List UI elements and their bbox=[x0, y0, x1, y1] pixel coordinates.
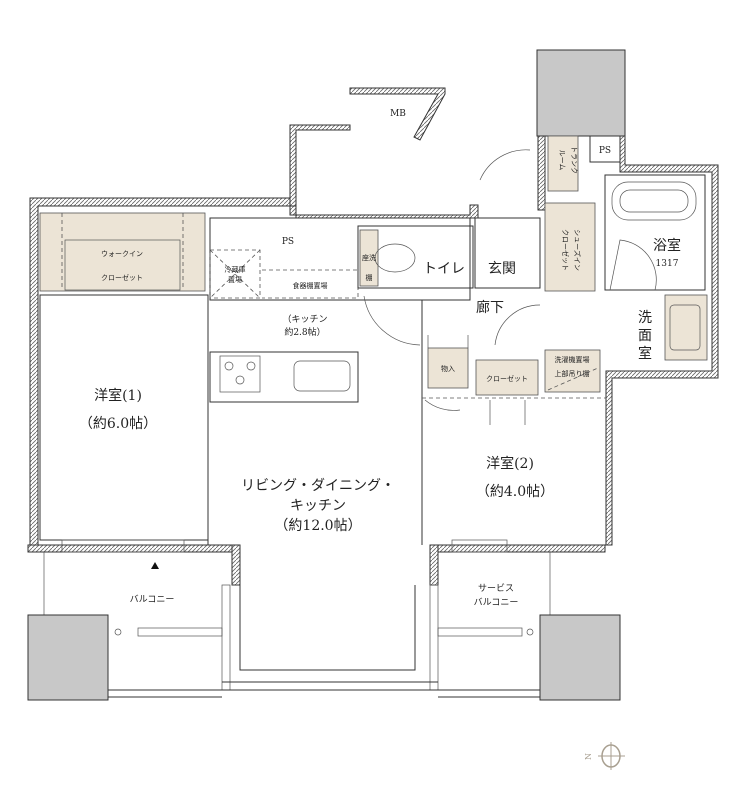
toilet-label: トイレ bbox=[423, 261, 465, 277]
mb-label: MB bbox=[390, 109, 406, 119]
toilet-room: 座洗 棚 トイレ bbox=[357, 225, 474, 346]
walk-in-closet-label: ウォークイン bbox=[101, 250, 143, 258]
column-top-right bbox=[536, 49, 626, 137]
western-room-2: 洋室(2) （約4.0帖） bbox=[421, 300, 606, 553]
room1-label: 洋室(1) bbox=[94, 387, 142, 404]
kitchen-area: 約2.8帖） bbox=[284, 326, 325, 338]
shoes-closet-label-2: クローゼット bbox=[561, 229, 570, 271]
shoes-in-closet bbox=[544, 202, 596, 292]
fridge-label-2: 置場 bbox=[228, 275, 242, 284]
balcony-label: バルコニー bbox=[130, 594, 175, 605]
trunk-room-label-2: ルーム bbox=[558, 150, 566, 171]
dish-shelf-label: 食器棚置場 bbox=[293, 281, 328, 290]
washroom-label-2: 面 bbox=[638, 328, 652, 344]
ps-top-label: PS bbox=[599, 146, 611, 156]
washer-shelf-label: 上部吊り棚 bbox=[555, 369, 590, 378]
kitchen: PS 冷蔵庫 置場 食器棚置場 （キッチン 約2.8帖） bbox=[209, 217, 471, 403]
service-balcony-label: サービス bbox=[478, 583, 514, 594]
ldk-area: （約12.0帖） bbox=[274, 518, 361, 534]
column-left bbox=[27, 614, 109, 701]
storage-label: 物入 bbox=[441, 364, 455, 373]
washer-space bbox=[544, 349, 601, 393]
ps-top bbox=[589, 135, 621, 163]
washroom: 洗 面 室 洗濯機置場 上部吊り棚 bbox=[544, 294, 708, 393]
washroom-label-3: 室 bbox=[638, 345, 652, 362]
entrance-label: 玄関 bbox=[488, 260, 516, 277]
exterior-walls bbox=[27, 135, 719, 586]
bathroom: 浴室 1317 bbox=[604, 174, 706, 291]
entry-arrow-icon bbox=[151, 562, 159, 569]
kitchen-label: （キッチン bbox=[282, 314, 327, 325]
compass-icon: N bbox=[584, 742, 625, 770]
window-room1 bbox=[61, 539, 185, 553]
sink-icon bbox=[293, 360, 351, 392]
entrance: 玄関 廊下 bbox=[474, 149, 541, 346]
mb-area: MB bbox=[289, 87, 446, 216]
corridor-label: 廊下 bbox=[476, 299, 504, 316]
ldk-label: リビング・ダイニング・ bbox=[241, 478, 395, 494]
ldk-label-2: キッチン bbox=[290, 498, 346, 514]
fridge-label: 冷蔵庫 bbox=[225, 265, 246, 274]
washer-label: 洗濯機置場 bbox=[555, 355, 590, 364]
walk-in-closet: ウォークイン クローゼット bbox=[39, 212, 206, 292]
closet bbox=[475, 359, 539, 396]
balcony: バルコニー bbox=[27, 552, 223, 701]
bathtub-icon bbox=[611, 181, 697, 221]
shelf-label: 棚 bbox=[366, 273, 373, 282]
closet-label: クローゼット bbox=[486, 374, 528, 383]
western-room-1: 洋室(1) （約6.0帖） bbox=[39, 294, 209, 569]
shoes-closet-label: シューズイン bbox=[573, 229, 582, 271]
walk-in-closet-label-2: クローゼット bbox=[101, 273, 143, 282]
service-balcony-label-2: バルコニー bbox=[474, 597, 519, 608]
bath-label: 浴室 bbox=[653, 237, 681, 254]
column-right bbox=[539, 614, 621, 701]
trunk-room-label: トランク bbox=[570, 146, 578, 174]
service-balcony: サービス バルコニー bbox=[437, 552, 621, 701]
trunk-room bbox=[547, 135, 579, 192]
bath-size: 1317 bbox=[656, 259, 679, 269]
storage bbox=[427, 347, 469, 389]
room1-area: （約6.0帖） bbox=[79, 416, 157, 432]
washroom-label: 洗 bbox=[638, 310, 652, 326]
room2-label: 洋室(2) bbox=[486, 455, 534, 472]
washlet-label: 座洗 bbox=[362, 253, 376, 262]
toilet-icon bbox=[374, 243, 416, 273]
ps-label: PS bbox=[282, 237, 294, 247]
compass-north-label: N bbox=[584, 753, 593, 760]
stove-icon bbox=[219, 355, 261, 393]
living-dining-kitchen: リビング・ダイニング・ キッチン （約12.0帖） bbox=[221, 478, 439, 691]
room2-area: （約4.0帖） bbox=[476, 484, 554, 500]
